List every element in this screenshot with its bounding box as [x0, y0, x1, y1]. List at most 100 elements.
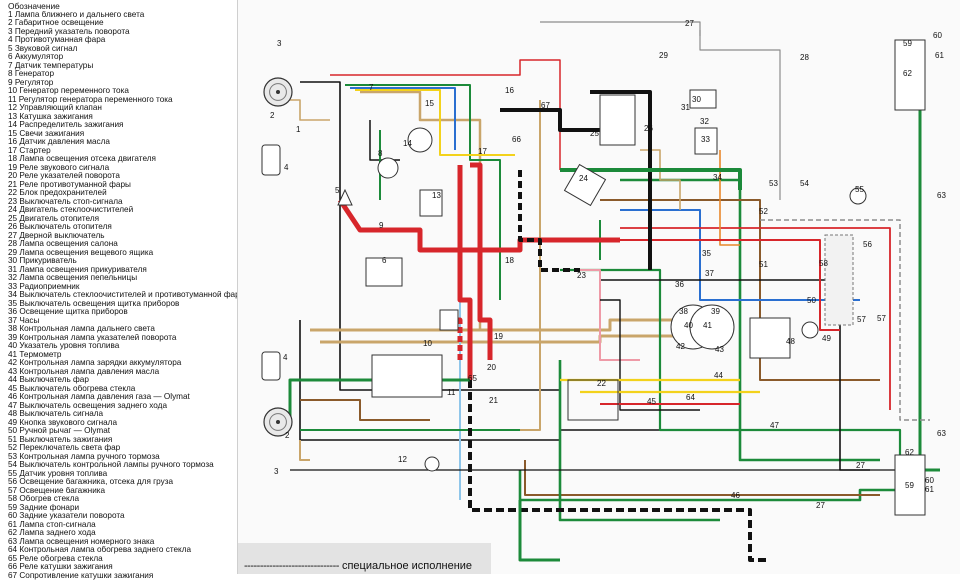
legend-item: 67 Сопротивление катушки зажигания	[8, 572, 237, 580]
legend-panel: Обозначение 1 Лампа ближнего и дальнего …	[0, 0, 238, 574]
component-label-61: 61	[935, 51, 944, 60]
component-label-44: 44	[714, 371, 723, 380]
legend-item: 4 Противотуманная фара	[8, 36, 237, 45]
control-valve	[425, 457, 439, 471]
legend-item: 15 Свечи зажигания	[8, 130, 237, 139]
component-label-27: 27	[816, 501, 825, 510]
heater-motor	[600, 95, 635, 145]
headlamp-left-top-bulb	[276, 90, 280, 94]
legend-item: 52 Переключатель света фар	[8, 444, 237, 453]
component-label-57: 57	[877, 314, 886, 323]
fog-lamp-bottom	[262, 352, 280, 380]
legend-item: 28 Лампа освещения салона	[8, 240, 237, 249]
legend-item: 51 Выключатель зажигания	[8, 436, 237, 445]
component-label-57: 57	[857, 315, 866, 324]
legend-item: 48 Выключатель сигнала	[8, 410, 237, 419]
wire-tan	[310, 320, 720, 330]
legend-item: 3 Передний указатель поворота	[8, 28, 237, 37]
wiring-diagram-canvas: 1234567891011121314151617181920212223242…	[238, 0, 960, 574]
legend-item: 19 Реле звукового сигнала	[8, 164, 237, 173]
component-label-47: 47	[770, 421, 779, 430]
component-label-20: 20	[487, 363, 496, 372]
component-label-37: 37	[705, 269, 714, 278]
component-label-38: 38	[679, 307, 688, 316]
component-label-59: 59	[905, 481, 914, 490]
legend-item: 21 Реле противотуманной фары	[8, 181, 237, 190]
component-label-45: 45	[647, 397, 656, 406]
legend-item: 25 Двигатель отопителя	[8, 215, 237, 224]
component-label-40: 40	[684, 321, 693, 330]
component-label-42: 42	[676, 342, 685, 351]
legend-item: 34 Выключатель стеклоочистителей и проти…	[8, 291, 237, 300]
component-label-3: 3	[277, 39, 282, 48]
legend-item: 12 Управляющий клапан	[8, 104, 237, 113]
component-label-32: 32	[700, 117, 709, 126]
component-label-35: 35	[702, 249, 711, 258]
legend-item: 14 Распределитель зажигания	[8, 121, 237, 130]
component-label-34: 34	[713, 173, 722, 182]
component-label-12: 12	[398, 455, 407, 464]
legend-item: 9 Регулятор	[8, 79, 237, 88]
legend-item: 63 Лампа освещения номерного знака	[8, 538, 237, 547]
component-label-2: 2	[270, 111, 275, 120]
wire-tan	[300, 440, 310, 460]
legend-item: 36 Освещение щитка приборов	[8, 308, 237, 317]
legend-item: 38 Контрольная лампа дальнего света	[8, 325, 237, 334]
component-label-67: 67	[541, 101, 550, 110]
component-label-53: 53	[769, 179, 778, 188]
component-label-58: 58	[819, 259, 828, 268]
legend-item: 17 Стартер	[8, 147, 237, 156]
legend-item: 6 Аккумулятор	[8, 53, 237, 62]
wire-brown	[525, 460, 880, 495]
component-label-14: 14	[403, 139, 412, 148]
legend-item: 43 Контрольная лампа давления масла	[8, 368, 237, 377]
component-label-56: 56	[863, 240, 872, 249]
main-black-wire	[500, 110, 610, 130]
component-label-59: 59	[903, 39, 912, 48]
component-label-1: 1	[296, 125, 301, 134]
footer-note: ------------------------------ специальн…	[244, 560, 472, 572]
legend-item: 32 Лампа освещения пепельницы	[8, 274, 237, 283]
component-label-15: 15	[425, 99, 434, 108]
legend-item: 49 Кнопка звукового сигнала	[8, 419, 237, 428]
legend-item: 16 Датчик давления масла	[8, 138, 237, 147]
footer-note-text: специальное исполнение	[339, 560, 472, 572]
legend-item: 39 Контрольная лампа указателей поворота	[8, 334, 237, 343]
legend-item: 29 Лампа освещения вещевого ящика	[8, 249, 237, 258]
legend-item: 42 Контрольная лампа зарядки аккумулятор…	[8, 359, 237, 368]
component-label-11: 11	[447, 388, 456, 397]
component-label-49: 49	[822, 334, 831, 343]
component-label-48: 48	[786, 337, 795, 346]
footer-note-dashes: ------------------------------	[244, 560, 339, 572]
legend-item: 18 Лампа освещения отсека двигателя	[8, 155, 237, 164]
legend-item: 31 Лампа освещения прикуривателя	[8, 266, 237, 275]
component-label-50: 50	[807, 296, 816, 305]
legend-item: 24 Двигатель стеклоочистителей	[8, 206, 237, 215]
component-label-62: 62	[905, 448, 914, 457]
component-label-30: 30	[692, 95, 701, 104]
component-label-22: 22	[597, 379, 606, 388]
component-label-7: 7	[369, 83, 374, 92]
legend-item: 61 Лампа стоп-сигнала	[8, 521, 237, 530]
component-label-28: 28	[800, 53, 809, 62]
component-label-5: 5	[335, 186, 340, 195]
legend-item: 2 Габаритное освещение	[8, 19, 237, 28]
legend-item: 20 Реле указателей поворота	[8, 172, 237, 181]
component-label-65: 65	[468, 374, 477, 383]
component-label-64: 64	[686, 393, 695, 402]
component-label-9: 9	[379, 221, 384, 230]
wire-pink	[580, 270, 640, 360]
horn-button	[802, 322, 818, 338]
component-label-29: 29	[659, 51, 668, 60]
component-label-19: 19	[494, 332, 503, 341]
component-label-54: 54	[800, 179, 809, 188]
legend-item: 53 Контрольная лампа ручного тормоза	[8, 453, 237, 462]
component-label-17: 17	[478, 147, 487, 156]
component-label-27: 27	[685, 19, 694, 28]
legend-item: 44 Выключатель фар	[8, 376, 237, 385]
component-label-60: 60	[933, 31, 942, 40]
legend-item: 5 Звуковой сигнал	[8, 45, 237, 54]
legend-item: 62 Лампа заднего хода	[8, 529, 237, 538]
